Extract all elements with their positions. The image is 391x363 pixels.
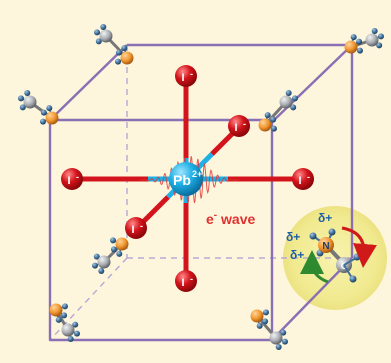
iodide-charge: - xyxy=(243,119,246,129)
hydrogen-atom xyxy=(270,116,277,123)
hydrogen-atom xyxy=(271,125,277,132)
iodide-right-back: I - xyxy=(228,115,250,137)
hydrogen-atom xyxy=(94,29,100,36)
hydrogen-atom xyxy=(55,316,62,323)
iodide-bottom: I - xyxy=(175,270,197,292)
carbon-atom xyxy=(279,95,293,109)
rotation-arrow-green xyxy=(300,250,329,284)
hydrogen-atom xyxy=(350,34,357,41)
hydrogen-atom xyxy=(264,112,271,119)
iodide-charge: - xyxy=(76,172,79,182)
iodide-top: I - xyxy=(175,65,197,87)
methylammonium-6 xyxy=(49,303,80,342)
iodide-front-left: I - xyxy=(125,217,147,239)
hydrogen-atom xyxy=(378,33,384,40)
hydrogen-atom xyxy=(110,246,117,253)
hydrogen-atom xyxy=(74,330,80,337)
hydrogen-atom xyxy=(376,42,383,49)
cation-detail: N C δ+ δ+ δ+ xyxy=(286,211,377,284)
carbon-atom xyxy=(23,95,37,109)
delta-charge-bottom: δ+ xyxy=(290,248,304,262)
lead-ion: Pb 2+ xyxy=(169,162,203,196)
iodide-right: I - xyxy=(292,168,314,190)
carbon-atom xyxy=(97,255,111,269)
hydrogen-atom xyxy=(292,95,298,102)
hydrogen-atom xyxy=(19,104,26,111)
hydrogen-atom xyxy=(263,309,269,316)
iodide-label: I xyxy=(131,224,134,236)
hydrogen-atom xyxy=(371,28,378,34)
hydrogen-atom xyxy=(67,336,74,342)
cation-highlight xyxy=(283,206,387,310)
hydrogen-atom xyxy=(24,90,31,96)
hydrogen-atom xyxy=(18,95,24,102)
hydrogen-atom xyxy=(72,321,79,328)
wave-label: e- wave xyxy=(206,210,255,227)
hydrogen-atom xyxy=(115,58,121,65)
nitrogen-atom xyxy=(49,303,63,317)
hydrogen-atom xyxy=(93,253,100,260)
methylammonium-4 xyxy=(258,90,298,132)
hydrogen-atom xyxy=(100,24,107,30)
iodide-label: I xyxy=(234,122,237,134)
nitrogen-atom xyxy=(318,237,334,253)
hydrogen-atom xyxy=(110,237,116,244)
hydrogen-atom xyxy=(46,105,53,112)
hydrogen-atom xyxy=(92,262,98,269)
hydrogen-atom xyxy=(356,38,363,45)
iodide-charge: - xyxy=(190,274,193,284)
hydrogen-atom xyxy=(40,118,46,125)
iodide-left: I - xyxy=(61,168,83,190)
carbon-atom xyxy=(269,331,283,345)
hydrogen-atom xyxy=(357,47,363,54)
hydrogen-atom xyxy=(290,104,297,111)
hydrogen-atom xyxy=(61,312,68,319)
iodide-charge: - xyxy=(140,221,143,231)
methylammonium-group xyxy=(18,24,384,350)
carbon-atom xyxy=(365,33,379,47)
hydrogen-atom xyxy=(282,338,288,345)
nitrogen-atom xyxy=(250,309,264,323)
lead-label: Pb xyxy=(173,172,191,188)
hydrogen-atom xyxy=(262,318,269,325)
nitrogen-atom xyxy=(120,51,134,65)
iodide-charge: - xyxy=(190,69,193,79)
delta-charge-top: δ+ xyxy=(318,211,332,225)
iodide-label: I xyxy=(67,175,70,187)
hydrogen-atom xyxy=(95,38,102,45)
nitrogen-atom xyxy=(258,118,272,132)
hydrogen-atom xyxy=(98,268,105,274)
hydrogen-atom xyxy=(280,329,287,336)
methylammonium-3 xyxy=(18,90,59,125)
hydrogen-atom xyxy=(62,303,68,310)
iodide-charge: - xyxy=(307,172,310,182)
methylammonium-2 xyxy=(344,28,384,54)
methylammonium-7 xyxy=(250,309,288,350)
nitrogen-atom xyxy=(115,237,129,251)
cube-front xyxy=(48,43,354,342)
rotation-arrow-red xyxy=(341,226,377,268)
hydrogen-atom xyxy=(275,344,282,350)
delta-charge-left: δ+ xyxy=(286,230,300,244)
iodide-label: I xyxy=(181,72,184,84)
nitrogen-label: N xyxy=(322,241,329,252)
nitrogen-atom xyxy=(344,40,358,54)
lead-charge: 2+ xyxy=(192,169,202,179)
methylammonium-1 xyxy=(94,24,134,65)
hydrogen-atom xyxy=(116,250,123,257)
hydrogen-atom xyxy=(121,45,128,52)
iodide-label: I xyxy=(181,277,184,289)
nitrogen-atom xyxy=(45,111,59,125)
methylammonium-5 xyxy=(92,237,129,274)
hydrogen-atom xyxy=(40,109,47,116)
hydrogen-atom xyxy=(256,322,263,329)
hydrogen-atom xyxy=(285,90,292,96)
carbon-atom xyxy=(61,323,75,337)
hydrogen-atom xyxy=(115,49,122,56)
iodide-label: I xyxy=(298,175,301,187)
carbon-atom xyxy=(99,29,113,43)
